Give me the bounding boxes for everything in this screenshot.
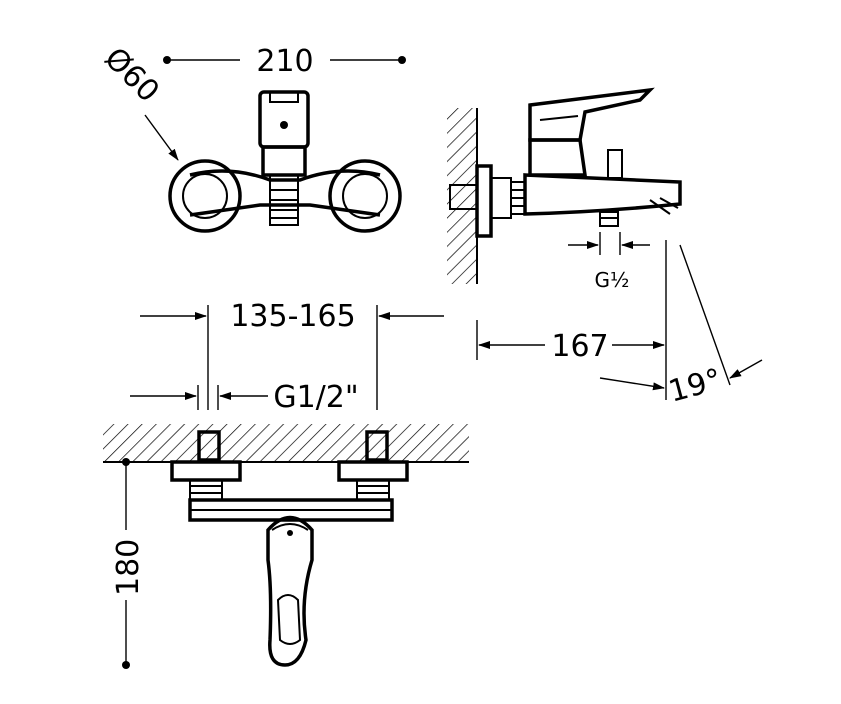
top-front-view: 210 Ø60 xyxy=(97,41,406,233)
dim-210-label: 210 xyxy=(256,44,313,79)
dim-outlet-thread-label: G½ xyxy=(595,268,630,292)
dim-angle-label: 19° xyxy=(665,362,725,410)
side-view: G½ 167 19° xyxy=(447,87,763,410)
dim-diameter-label: Ø60 xyxy=(97,41,165,109)
dim-180-label: 180 xyxy=(111,539,146,596)
dim-inlet-thread-label: G1/2" xyxy=(273,380,358,415)
plan-view: 135-165 G1/2" 180 xyxy=(103,299,469,669)
dim-spacing-label: 135-165 xyxy=(230,299,355,334)
dim-167-label: 167 xyxy=(551,329,608,364)
